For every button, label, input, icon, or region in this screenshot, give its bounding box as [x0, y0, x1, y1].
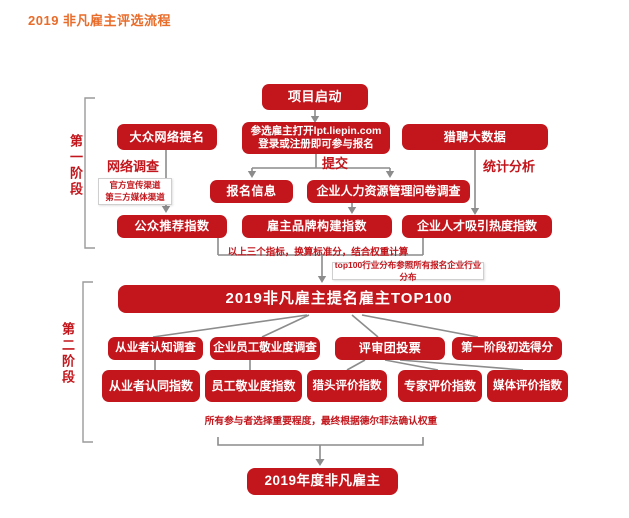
- node-liepin-bigdata: 猎聘大数据: [402, 124, 548, 150]
- node-public-nomination: 大众网络提名: [117, 124, 217, 150]
- node-expert-index: 专家评价指数: [398, 370, 482, 402]
- node-top100: 2019非凡雇主提名雇主TOP100: [118, 285, 560, 313]
- node-jury-vote: 评审团投票: [335, 337, 445, 360]
- node-practitioner-survey: 从业者认知调查: [108, 337, 203, 360]
- liepin-signup-line1: 参选雇主打开lpt.liepin.com: [250, 124, 382, 137]
- node-media-index: 媒体评价指数: [487, 370, 568, 402]
- three-indices-note: 以上三个指标，换算标准分，结合权重计算: [227, 247, 409, 258]
- phase1-bracket: [84, 97, 95, 249]
- channels-note-line2: 第三方媒体渠道: [105, 191, 165, 202]
- node-public-recommend-index: 公众推荐指数: [117, 215, 227, 238]
- node-signup-info: 报名信息: [210, 180, 293, 203]
- phase1-label: 第一阶段: [68, 134, 83, 198]
- phase2-bracket: [82, 281, 93, 443]
- node-employer-brand-index: 雇主品牌构建指数: [242, 215, 392, 238]
- node-engagement-index: 员工敬业度指数: [205, 370, 302, 402]
- node-project-start: 项目启动: [262, 84, 368, 110]
- node-practitioner-index: 从业者认同指数: [102, 370, 200, 402]
- node-headhunter-index: 猎头评价指数: [307, 370, 387, 402]
- node-final-award: 2019年度非凡雇主: [247, 468, 398, 495]
- label-stat-analysis: 统计分析: [483, 159, 536, 174]
- top100-note-text: top100行业分布参照所有报名企业行业分布: [334, 260, 482, 282]
- label-network-survey: 网络调查: [107, 159, 160, 174]
- page-title: 2019 非凡雇主评选流程: [28, 13, 172, 28]
- channels-note-line1: 官方宣传渠道: [109, 180, 161, 191]
- node-phase1-score: 第一阶段初选得分: [452, 337, 562, 360]
- label-submit: 提交: [322, 156, 349, 171]
- top100-note-box: top100行业分布参照所有报名企业行业分布: [332, 260, 484, 282]
- node-liepin-signup: 参选雇主打开lpt.liepin.com 登录或注册即可参与报名: [242, 122, 390, 154]
- phase2-label: 第二阶段: [60, 322, 75, 386]
- channels-note-box: 官方宣传渠道 第三方媒体渠道: [98, 178, 172, 205]
- liepin-signup-line2: 登录或注册即可参与报名: [258, 138, 374, 150]
- node-talent-attraction-index: 企业人才吸引热度指数: [402, 215, 552, 238]
- node-hr-survey: 企业人力资源管理问卷调查: [307, 180, 470, 203]
- weight-note: 所有参与者选择重要程度，最终根据德尔菲法确认权重: [204, 416, 438, 427]
- node-employee-engagement-survey: 企业员工敬业度调查: [210, 337, 320, 360]
